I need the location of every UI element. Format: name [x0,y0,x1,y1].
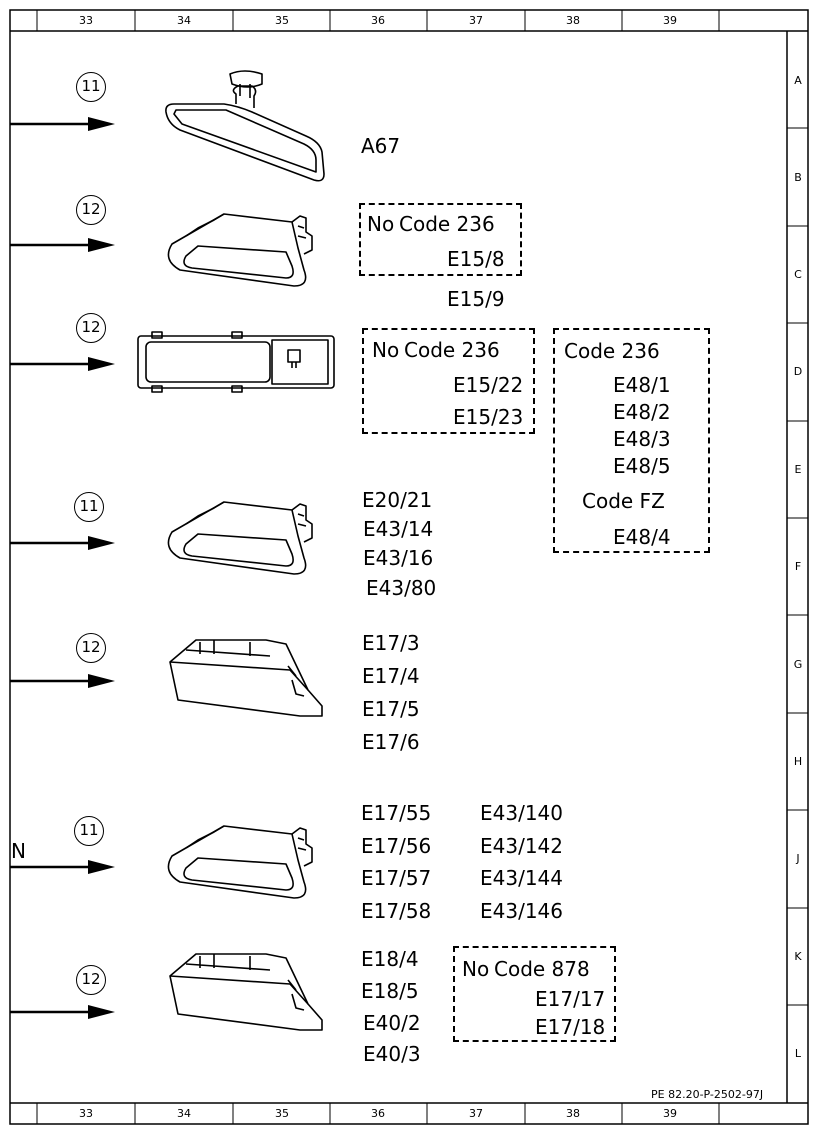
component-label: E17/6 [362,730,420,754]
component-label: E18/4 [361,947,419,971]
arrow-1 [10,117,115,131]
component-label: E17/4 [362,664,420,688]
code-box-item: E48/1 [613,373,671,397]
column-number: 36 [371,1107,385,1120]
component-label: E43/80 [366,576,437,600]
row-letter: K [794,950,802,963]
footwell-lamp-drawing-2 [169,953,323,1031]
column-number: 33 [79,1107,93,1120]
component-label: A67 [361,134,401,158]
row-letter: C [794,268,802,281]
component-label: E43/144 [480,866,563,890]
column-number: 38 [566,14,580,27]
code-box-item: E48/5 [613,454,671,478]
callout-circle: 11 [74,492,104,522]
code-box-prefix: No [367,212,395,236]
column-number: 35 [275,14,289,27]
component-label: E17/56 [361,834,432,858]
callout-circle: 12 [76,195,106,225]
column-number: 38 [566,1107,580,1120]
sheet-frame [9,9,809,1125]
component-label: E17/55 [361,801,432,825]
component-label: E40/3 [363,1042,421,1066]
code-box-item: E15/8 [447,247,505,271]
code-box-item: E48/2 [613,400,671,424]
column-number: 39 [663,1107,677,1120]
column-number: 35 [275,1107,289,1120]
code-box-no-878: No Code 878 E17/17 E17/18 [453,946,616,1042]
arrows [10,117,115,1019]
code-box-item: E48/4 [613,525,671,549]
column-number: 33 [79,14,93,27]
component-label: E17/3 [362,631,420,655]
row-letter: G [793,658,803,671]
lamp-housing-drawing-3 [167,825,313,899]
component-label: E15/9 [447,287,505,311]
component-label: E40/2 [363,1011,421,1035]
component-label: E17/57 [361,866,432,890]
code-box-prefix: No [462,957,490,981]
column-number: 37 [469,14,483,27]
row-letter: A [794,74,802,87]
component-label: E43/142 [480,834,563,858]
code-box-no-236-a: No Code 236 E15/8 [359,203,522,276]
arrow-4 [10,536,115,550]
column-number: 37 [469,1107,483,1120]
interior-mirror-drawing [165,70,325,182]
lamp-housing-drawing-2 [167,501,313,575]
code-box-item: E48/3 [613,427,671,451]
column-dividers [36,10,720,1124]
column-number: 34 [177,14,191,27]
component-label: E20/21 [362,488,433,512]
code-box-prefix: No [372,338,400,362]
arrow-3 [10,357,115,371]
callout-circle: 12 [76,633,106,663]
column-number: 39 [663,14,677,27]
row-letter: F [794,560,802,573]
column-number: 34 [177,1107,191,1120]
side-label: N [11,839,26,863]
code-box-236-fz: Code 236 E48/1 E48/2 E48/3 E48/5 Code FZ… [553,328,710,553]
component-label: E18/5 [361,979,419,1003]
callout-circle: 11 [76,72,106,102]
callout-circle: 11 [74,816,104,846]
component-label: E43/140 [480,801,563,825]
lamp-housing-drawing-1 [167,213,313,287]
document-reference: PE 82.20-P-2502-97J [651,1088,764,1101]
component-label: E17/58 [361,899,432,923]
component-label: E43/16 [363,546,434,570]
arrow-7 [10,1005,115,1019]
code-box-item: E15/23 [453,405,524,429]
code-box-subheading: Code FZ [582,489,665,513]
row-letter: L [794,1047,802,1060]
code-box-heading: Code 878 [494,957,590,981]
code-box-item: E15/22 [453,373,524,397]
callout-circle: 12 [76,313,106,343]
row-dividers [787,127,808,1006]
callout-circle: 12 [76,965,106,995]
column-number: 36 [371,14,385,27]
component-label: E43/14 [363,517,434,541]
code-box-heading: Code 236 [564,339,660,363]
arrow-6 [10,860,115,874]
code-box-item: E17/18 [535,1015,606,1039]
component-label: E17/5 [362,697,420,721]
arrow-5 [10,674,115,688]
row-letter: H [793,755,803,768]
component-label: E43/146 [480,899,563,923]
overhead-control-panel-drawing [137,331,335,393]
code-box-heading: Code 236 [404,338,500,362]
footwell-lamp-drawing-1 [169,639,323,717]
row-letter: E [794,463,802,476]
arrow-2 [10,238,115,252]
row-letter: B [794,171,802,184]
row-letter: D [793,365,803,378]
code-box-item: E17/17 [535,987,606,1011]
code-box-heading: Code 236 [399,212,495,236]
row-letter: J [796,852,800,865]
code-box-no-236-b: No Code 236 E15/22 E15/23 [362,328,535,434]
